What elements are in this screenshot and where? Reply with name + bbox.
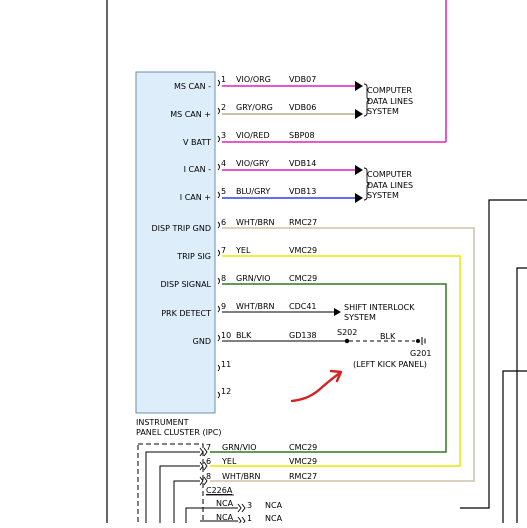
lower-wire-color-yel: YEL [221,457,237,466]
pin-number-2: 2 [221,103,226,112]
nca-label-2: NCA [216,513,234,522]
splice-wire-label: BLK [380,332,396,341]
wire-color-4: VIO/GRY [236,159,269,168]
wire-color-2: GRY/ORG [236,103,273,112]
pin-number-3: 3 [221,131,226,140]
right-harness-line-3 [502,370,527,523]
pin-name-prk-detect: PRK DETECT [161,309,211,318]
wire-color-6: WHT/BRN [236,218,275,227]
circuit-4: VDB14 [289,159,316,168]
pin-number-1: 1 [221,75,226,84]
dest-computer-data-1-line1: COMPUTER [367,86,412,95]
pin-name-gnd: GND [193,337,211,346]
circuit-1: VDB07 [289,75,316,84]
ipc-label-line2: PANEL CLUSTER (IPC) [136,428,221,437]
wire-color-3: VIO/RED [236,131,270,140]
wire-disp-signal [210,283,447,453]
ground-point-g201 [416,339,420,343]
dest-computer-data-1-line2: DATA LINES [367,97,413,106]
lower-wire-color-wht-brn: WHT/BRN [222,472,261,481]
wire-color-7: YEL [235,246,251,255]
bracket-computer-data-1 [363,83,371,117]
ground-point-label: G201 [410,349,431,358]
ipc-module-border [135,71,216,414]
wire-color-5: BLU/GRY [236,187,270,196]
dest-computer-data-2-line3: SYSTEM [367,191,399,200]
right-harness-line-1 [460,199,527,509]
arrow-i-can-minus [355,165,363,175]
annotation-arrow-head [329,369,343,383]
pin-name-i-can-plus: I CAN + [180,193,211,202]
lower-circuit-vmc29: VMC29 [289,457,317,466]
pin-name-i-can-minus: I CAN - [184,165,211,174]
pin-name-ms-can-plus: MS CAN + [170,110,211,119]
arrow-prk-detect [334,308,341,316]
dest-shift-interlock-line1: SHIFT INTERLOCK [344,303,415,312]
bracket-computer-data-2 [363,167,371,201]
circuit-10: GD138 [289,331,317,340]
arrow-ms-can-plus [355,109,363,119]
wire-disp-trip-gnd [210,227,475,482]
dest-shift-interlock-line2: SYSTEM [344,313,376,322]
nca-circuit-1: NCA [265,501,283,510]
nca-circuit-2: NCA [265,514,283,523]
dest-computer-data-2-line2: DATA LINES [367,181,413,190]
pin-number-10: 10 [221,331,231,340]
lower-wire-1 [145,451,200,523]
splice-s202 [344,338,350,344]
pin-number-12: 12 [221,387,231,396]
ipc-label-line1: INSTRUMENT [136,418,189,427]
connector-c226a-label: C226A [206,486,233,495]
wire-color-1: VIO/ORG [236,75,271,84]
splice-label: S202 [337,328,357,337]
circuit-9: CDC41 [289,302,317,311]
wire-color-9: WHT/BRN [236,302,275,311]
dest-computer-data-1-line3: SYSTEM [367,107,399,116]
lower-connector-dashed-box [137,443,204,528]
lower-wire-color-grn-vio: GRN/VIO [222,443,257,452]
ipc-module-box [136,72,215,413]
pin-number-7: 7 [221,246,226,255]
pin-name-disp-trip-gnd: DISP TRIP GND [152,224,211,233]
dest-computer-data-2-line1: COMPUTER [367,170,412,179]
pin-number-8: 8 [221,274,226,283]
right-harness-line-2 [516,267,527,523]
circuit-5: VDB13 [289,187,316,196]
pin-name-trip-sig: TRIP SIG [176,252,211,261]
lower-pin-7: 7 [206,443,211,452]
wire-trip-sig [210,255,461,467]
pin-number-11: 11 [221,360,231,369]
pin-name-ms-can-minus: MS CAN - [174,82,211,91]
circuit-6: RMC27 [289,218,317,227]
arrow-ms-can-minus [355,81,363,91]
wire-color-8: GRN/VIO [236,274,271,283]
circuit-8: CMC29 [289,274,317,283]
annotation-arrow-stroke [290,371,342,403]
nca-pin-3: 3 [247,501,252,510]
lower-wire-2 [159,465,200,523]
pin-name-disp-signal: DISP SIGNAL [160,280,211,289]
pin-name-v-batt: V BATT [183,138,211,147]
lower-wire-4 [185,507,200,523]
lower-pin-8: 8 [206,472,211,481]
wire-color-10: BLK [236,331,252,340]
lower-wire-3 [173,480,200,523]
pin-number-9: 9 [221,302,226,311]
circuit-3: SBP08 [289,131,315,140]
circuit-7: VMC29 [289,246,317,255]
nca-label-1: NCA [216,499,234,508]
pin-number-4: 4 [221,159,226,168]
pin-number-6: 6 [221,218,226,227]
lower-pin-6: 6 [206,457,211,466]
nca-pin-1: 1 [247,514,252,523]
pin-terminals [217,79,220,399]
arrow-i-can-plus [355,193,363,203]
lower-circuit-cmc29: CMC29 [289,443,317,452]
lower-circuit-rmc27: RMC27 [289,472,317,481]
circuit-2: VDB06 [289,103,316,112]
pin-number-5: 5 [221,187,226,196]
ground-location-label: (LEFT KICK PANEL) [353,360,427,369]
